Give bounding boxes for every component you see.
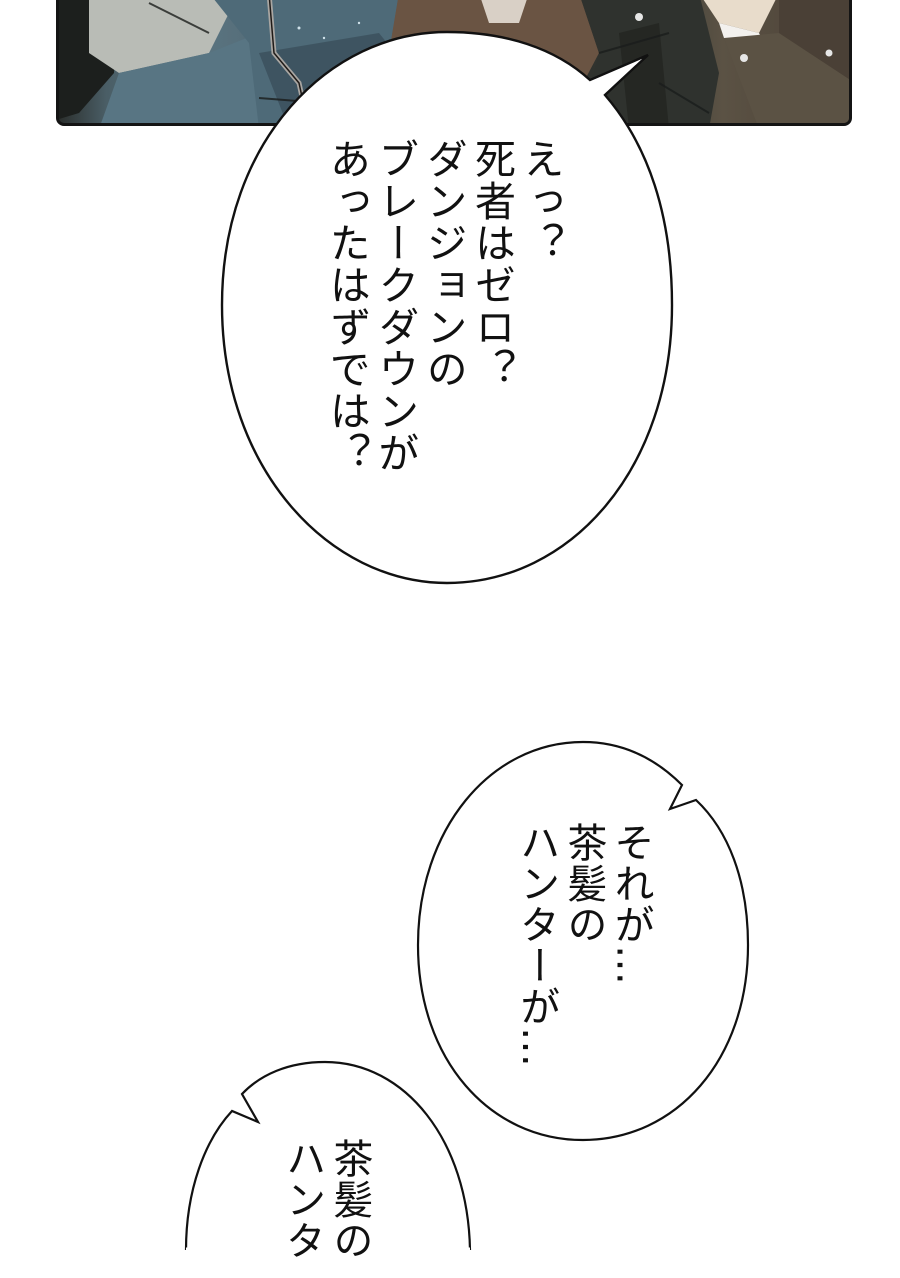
- speech-bubble-2-text: それが… 茶髪の ハンターが…: [513, 822, 654, 1068]
- art-panel: [56, 0, 852, 126]
- panel-artwork: [59, 0, 849, 123]
- manga-page: えっ？ 死者はゼロ？ ダンジョンの ブレークダウンが あったはずでは？ それが……: [56, 0, 852, 1261]
- speech-bubble-1-text: えっ？ 死者はゼロ？ ダンジョンの ブレークダウンが あったはずでは？: [322, 138, 564, 474]
- speech-bubble-3-text: 茶髪の ハンタ: [279, 1138, 373, 1261]
